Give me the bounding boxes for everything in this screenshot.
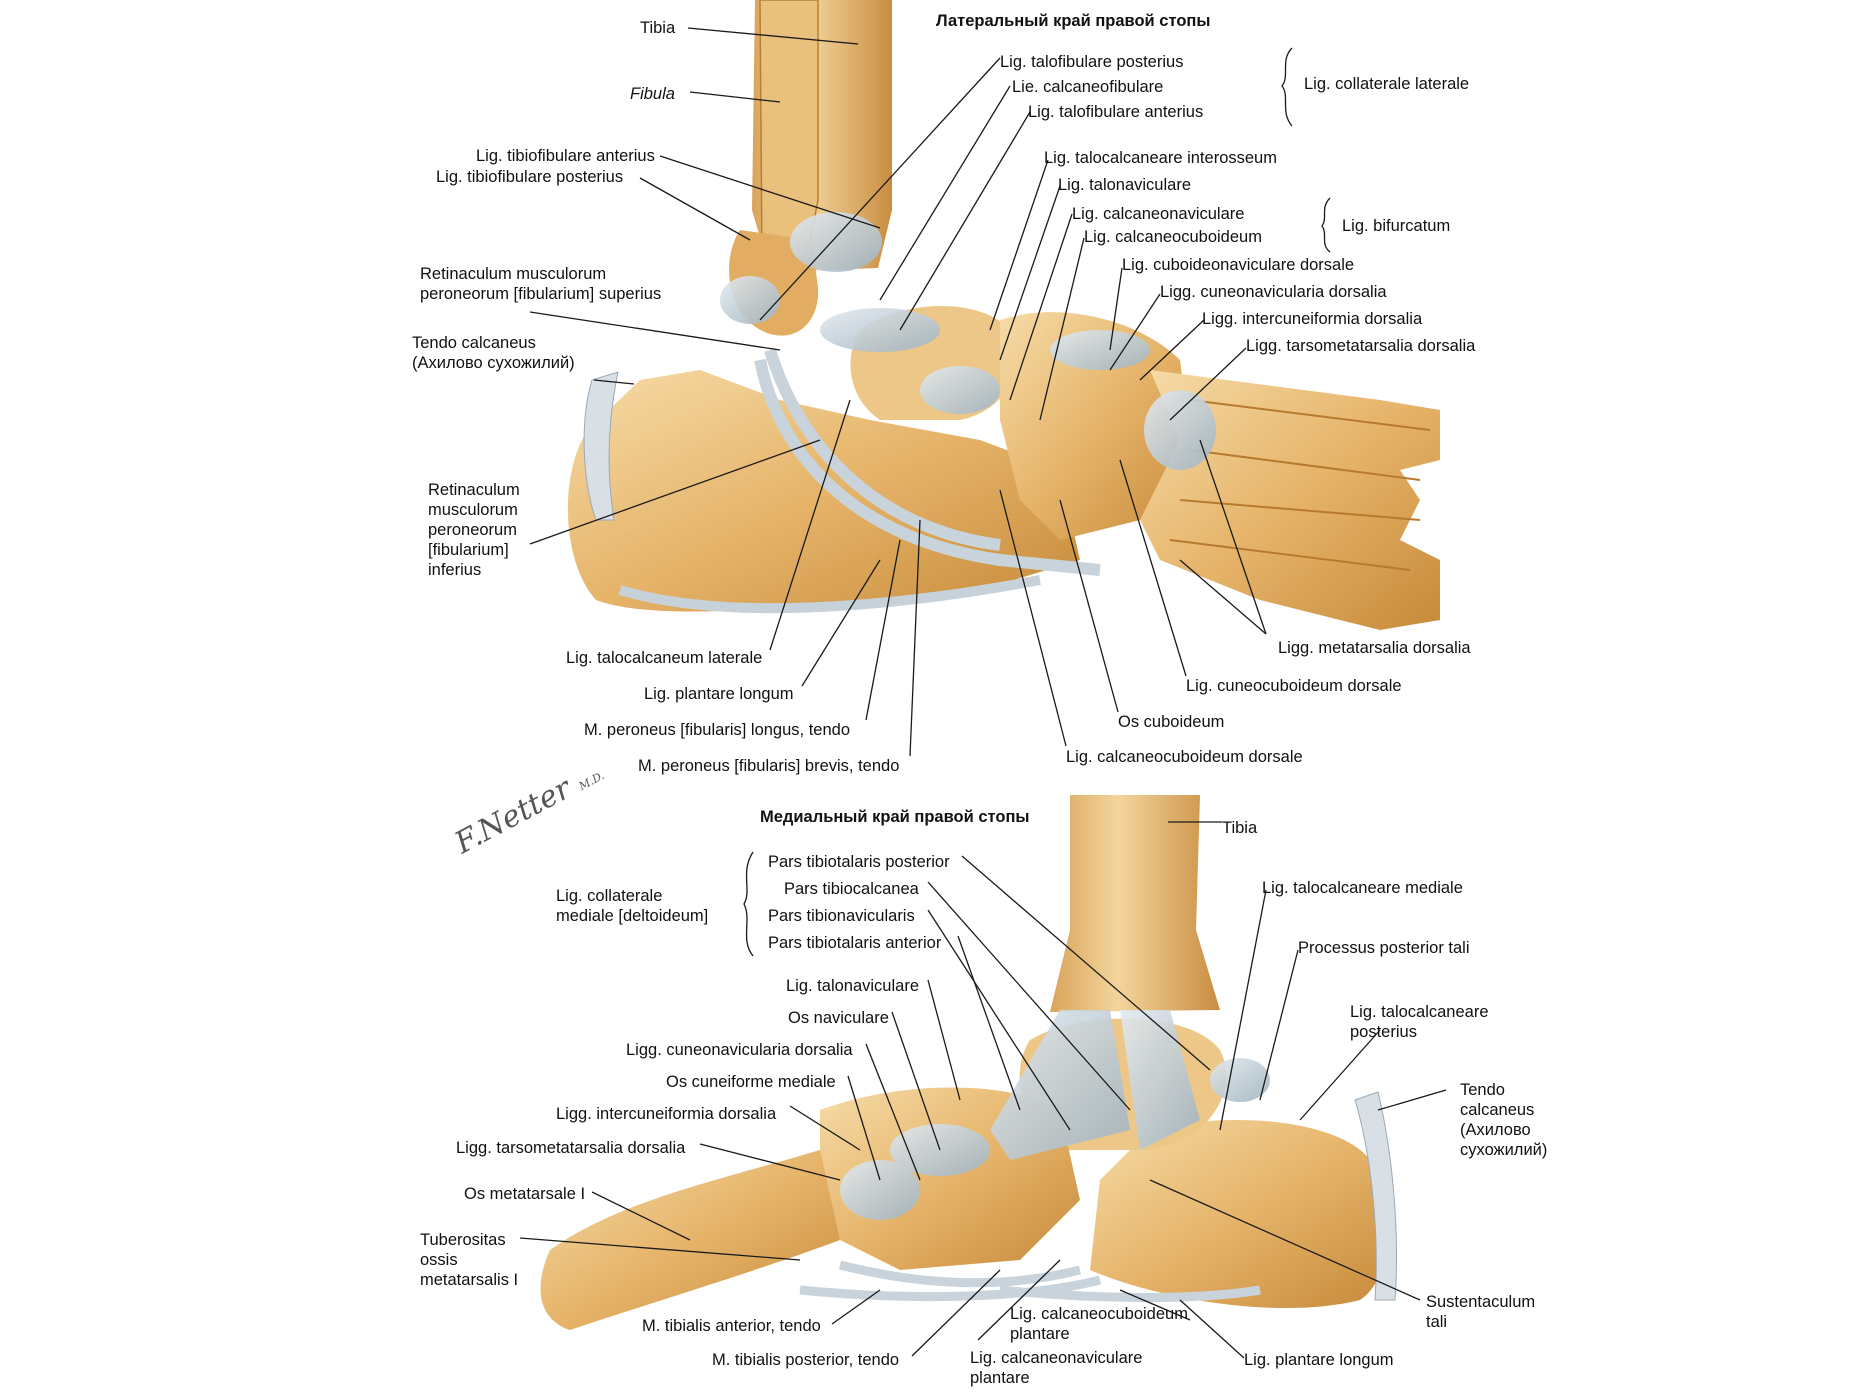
label-retinaculum-superius: Retinaculum musculorum peroneorum [fibul… [420,265,662,303]
label-lig-talocalcaneum-laterale: Lig. talocalcaneum laterale [566,649,763,667]
label-lig-tibiofibulare-anterius: Lig. tibiofibulare anterius [476,147,655,165]
label-tendo-calcaneus-top: Tendo calcaneus (Ахилово сухожилий) [412,334,575,372]
midfoot-bones [1000,312,1190,540]
peroneal-tendons [754,348,1101,576]
label-lig-collaterale-laterale: Lig. collaterale laterale [1304,75,1470,93]
label-processus-posterior-tali: Processus posterior tali [1298,939,1470,957]
calcaneus-bone-medial [1090,1120,1389,1309]
label-ligg-metatarsalia-dorsalia: Ligg. metatarsalia dorsalia [1278,639,1471,657]
label-fibula-top: Fibula [630,85,675,103]
label-lig-bifurcatum: Lig. bifurcatum [1342,217,1451,235]
label-peroneus-longus-tendo: M. peroneus [fibularis] longus, tendo [584,721,850,739]
label-ligg-tarsometatarsalia-dorsalia-top: Ligg. tarsometatarsalia dorsalia [1246,337,1476,355]
label-lig-calcaneocuboideum-plantare: Lig. calcaneocuboideum plantare [1010,1305,1188,1343]
lateral-foot-illustration [567,0,1440,630]
label-ligg-tarsometatarsalia-dorsalia-bottom: Ligg. tarsometatarsalia dorsalia [456,1139,686,1157]
label-lig-talonaviculare-bottom: Lig. talonaviculare [786,977,919,995]
label-lig-talocalcaneare-mediale: Lig. talocalcaneare mediale [1262,879,1463,897]
label-tendo-calcaneus-bottom: Tendo calcaneus (Ахилово сухожилий) [1460,1081,1548,1159]
label-lig-calcaneonaviculare: Lig. calcaneonaviculare [1072,205,1245,223]
label-tibialis-anterior-tendo: M. tibialis anterior, tendo [642,1317,821,1335]
label-lig-calcaneocuboideum-dorsale: Lig. calcaneocuboideum dorsale [1066,748,1303,766]
label-lig-talofibulare-anterius: Lig. talofibulare anterius [1028,103,1204,121]
label-lig-talocalcaneare-posterius: Lig. talocalcaneare posterius [1350,1003,1489,1041]
label-lig-calcaneocuboideum: Lig. calcaneocuboideum [1084,228,1262,246]
label-lig-plantare-longum-top: Lig. plantare longum [644,685,794,703]
label-sustentaculum-tali: Sustentaculum tali [1426,1293,1536,1331]
medial-view-title: Медиальный край правой стопы [760,808,1030,826]
label-pars-tibionavicularis: Pars tibionavicularis [768,907,915,925]
label-lig-cuneocuboideum-dorsale: Lig. cuneocuboideum dorsale [1186,677,1402,695]
label-tibia-bottom: Tibia [1222,819,1258,837]
label-peroneus-brevis-tendo: M. peroneus [fibularis] brevis, tendo [638,757,900,775]
first-metatarsal [540,1150,840,1330]
toe-lines [1169,399,1431,571]
label-os-naviculare: Os naviculare [788,1009,889,1027]
achilles-tendon-medial [1354,1091,1397,1301]
tibia-shaft-medial [1050,795,1220,1012]
label-lig-talonaviculare-top: Lig. talonaviculare [1058,176,1191,194]
leader-lines [519,27,1447,1359]
plantar-ligament [618,575,1041,614]
label-os-cuneiforme-mediale: Os cuneiforme mediale [666,1073,836,1091]
label-pars-tibiocalcanea: Pars tibiocalcanea [784,880,919,898]
label-os-metatarsale-i: Os metatarsale I [464,1185,586,1203]
label-ligg-cuneonavicularia-dorsalia-bottom: Ligg. cuneonavicularia dorsalia [626,1041,853,1059]
medial-tendons [799,1260,1261,1302]
label-lig-talofibulare-posterius: Lig. talofibulare posterius [1000,53,1184,71]
achilles-tendon [583,371,619,521]
label-lig-talocalcaneare-interosseum: Lig. talocalcaneare interosseum [1044,149,1277,167]
label-tuberositas-ossis-metatarsalis: Tuberositas ossis metatarsalis I [420,1231,519,1289]
label-ligg-intercuneiformia-dorsalia-top: Ligg. intercuneiformia dorsalia [1202,310,1423,328]
label-tibia-top: Tibia [640,19,676,37]
label-pars-tibiotalaris-posterior: Pars tibiotalaris posterior [768,853,950,871]
label-ligg-cuneonavicularia-dorsalia-top: Ligg. cuneonavicularia dorsalia [1160,283,1387,301]
label-lig-plantare-longum-bottom: Lig. plantare longum [1244,1351,1394,1369]
label-os-cuboideum: Os cuboideum [1118,713,1225,731]
label-lig-calcaneonaviculare-plantare: Lig. calcaneonaviculare plantare [970,1349,1143,1387]
label-tibialis-posterior-tendo: M. tibialis posterior, tendo [712,1351,900,1369]
label-lig-cuboideonaviculare-dorsale: Lig. cuboideonaviculare dorsale [1122,256,1355,274]
label-lig-tibiofibulare-posterius: Lig. tibiofibulare posterius [436,168,624,186]
deltoid-ligament-fibers [840,1010,1270,1220]
lateral-view-title: Латеральный край правой стопы [936,12,1211,30]
medial-foot-illustration [540,795,1397,1330]
label-lig-collaterale-mediale: Lig. collaterale mediale [deltoideum] [556,887,709,925]
label-pars-tibiotalaris-anterior: Pars tibiotalaris anterior [768,934,942,952]
label-ligg-intercuneiformia-dorsalia-bottom: Ligg. intercuneiformia dorsalia [556,1105,777,1123]
label-retinaculum-inferius: Retinaculum musculorum peroneorum [fibul… [428,481,520,579]
label-lig-calcaneofibulare: Lie. calcaneofibulare [1012,78,1164,96]
